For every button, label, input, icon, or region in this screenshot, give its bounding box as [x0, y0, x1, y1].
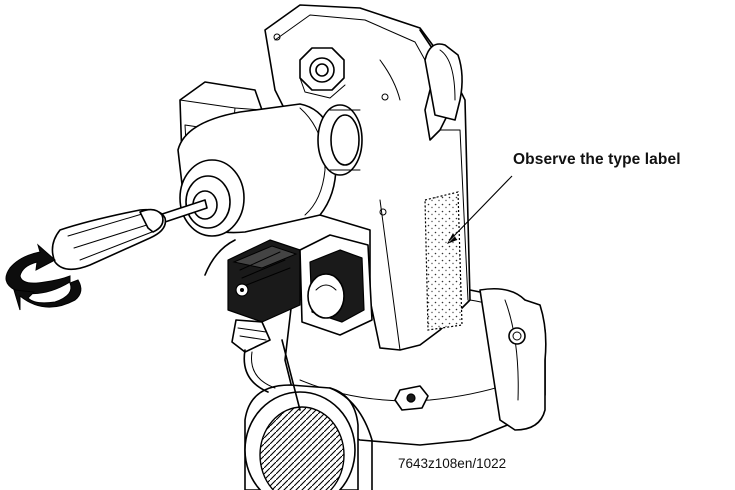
top-nut — [299, 47, 346, 99]
type-label-callout: Observe the type label — [513, 151, 681, 168]
coil-connector — [227, 239, 301, 353]
type-label — [424, 191, 463, 331]
terminal-block — [299, 234, 373, 336]
adapter-ring — [317, 104, 363, 176]
pipe-inlet — [244, 384, 373, 490]
pipe-flange-right — [479, 287, 547, 431]
solenoid-cylinder — [177, 103, 337, 237]
rotation-arrows-icon — [5, 243, 82, 311]
cable-gland-top — [424, 43, 463, 121]
figure-id: 7643z108en/1022 — [398, 456, 507, 471]
base-bolt — [394, 385, 429, 411]
cables — [204, 239, 301, 411]
callout-arrow — [447, 175, 513, 244]
screwdriver — [51, 199, 208, 271]
